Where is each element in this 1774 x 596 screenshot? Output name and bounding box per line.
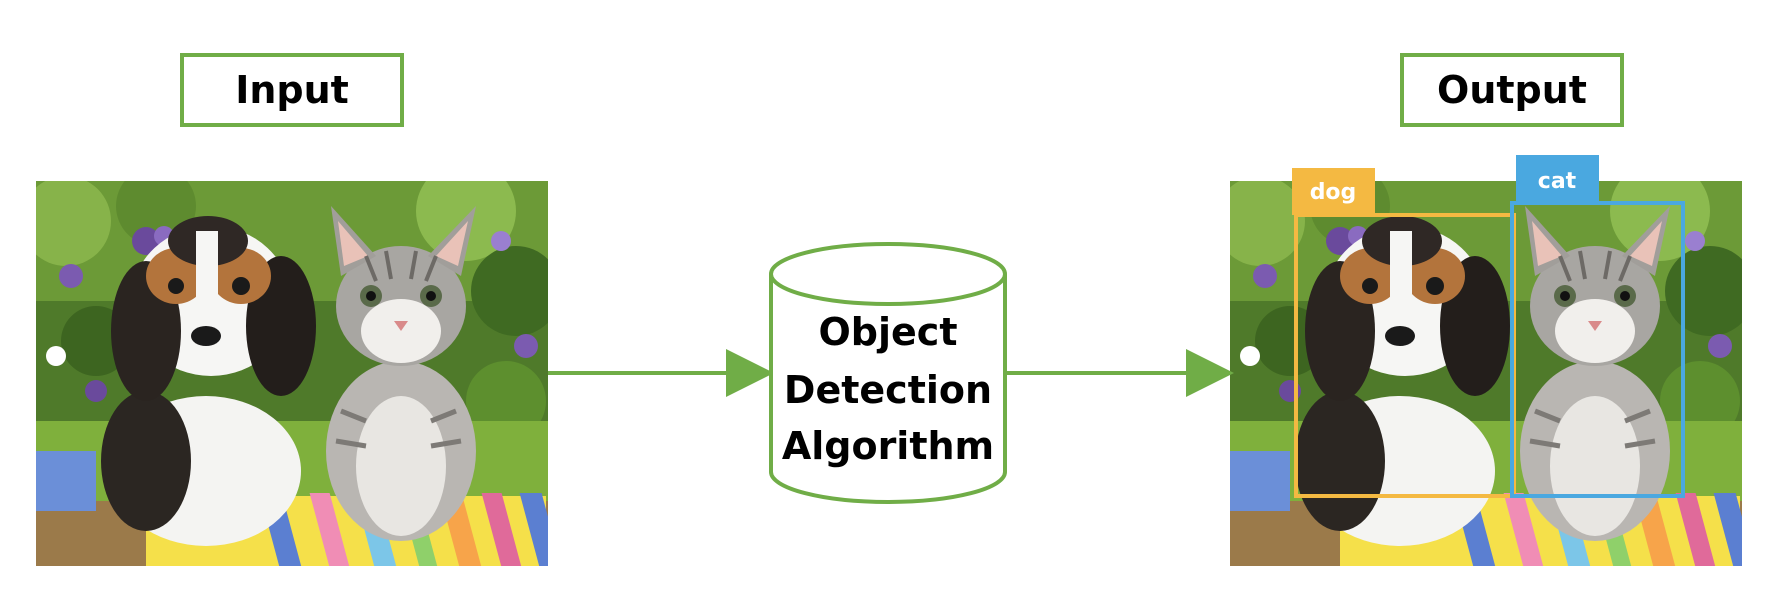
dog-label: dog — [1310, 180, 1357, 205]
input-photo — [21, 161, 599, 566]
input-label: Input — [235, 68, 349, 112]
algorithm-line-1: Object — [819, 310, 958, 354]
input-label-box: Input — [180, 53, 404, 127]
cat-label: cat — [1538, 169, 1577, 194]
algorithm-line-2: Detection — [784, 368, 992, 412]
output-photo — [1215, 161, 1774, 566]
dog-label-tag — [1292, 168, 1375, 215]
algorithm-cylinder: Object Detection Algorithm — [769, 242, 1007, 504]
algorithm-line-3: Algorithm — [782, 424, 994, 468]
output-label-box: Output — [1400, 53, 1624, 127]
dog-detection: dog — [1292, 168, 1516, 498]
cat-label-tag — [1516, 155, 1599, 203]
cat-detection: cat — [1510, 155, 1685, 498]
output-label: Output — [1437, 68, 1587, 112]
